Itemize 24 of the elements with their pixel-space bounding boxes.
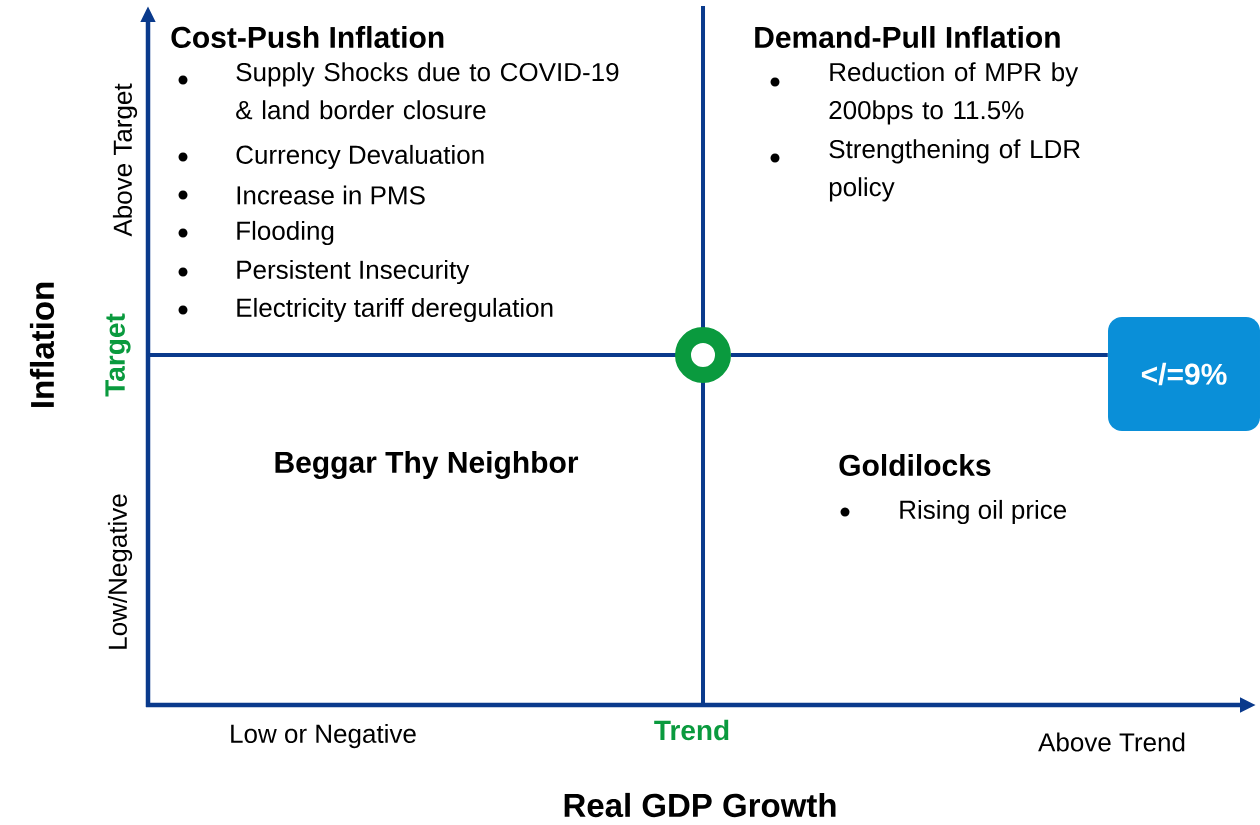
axis-title: Inflation [29, 282, 55, 407]
axis-label: Target [105, 313, 131, 397]
axis-label: Low or Negative [231, 723, 416, 749]
bullet-text: Flooding [237, 220, 334, 246]
quadrant-title: Beggar Thy Neighbor [275, 450, 579, 480]
axis-title: Real GDP Growth [564, 792, 836, 818]
bullet-text: Reduction of MPR by 200bps to 11.5% [829, 62, 1079, 125]
axis-label: Trend [654, 719, 729, 741]
target-circle [675, 327, 731, 383]
bullet-text: Increase in PMS [237, 185, 425, 205]
quadrant-title: Cost-Push Inflation [171, 26, 444, 48]
target-line [731, 353, 1108, 357]
value-box: </=9% [1108, 317, 1260, 431]
bullet-text: Currency Devaluation [236, 144, 484, 170]
axis-label: Above Target [112, 83, 138, 237]
bullet-text: Persistent Insecurity [237, 259, 470, 285]
bullet-text: Strengthening of LDR policy [829, 139, 1080, 202]
axis-label: Low/Negative [107, 494, 133, 649]
quadrant-title: Goldilocks [839, 454, 991, 477]
bullet-text: Electricity tariff deregulation [237, 297, 553, 323]
bullet-text: Rising oil price [900, 499, 1067, 525]
bullet-text: Supply Shocks due to COVID-19 & land border closure [236, 62, 619, 120]
quadrant-title: Demand-Pull Inflation [755, 26, 1060, 48]
axis-label: Above Trend [1038, 732, 1185, 752]
